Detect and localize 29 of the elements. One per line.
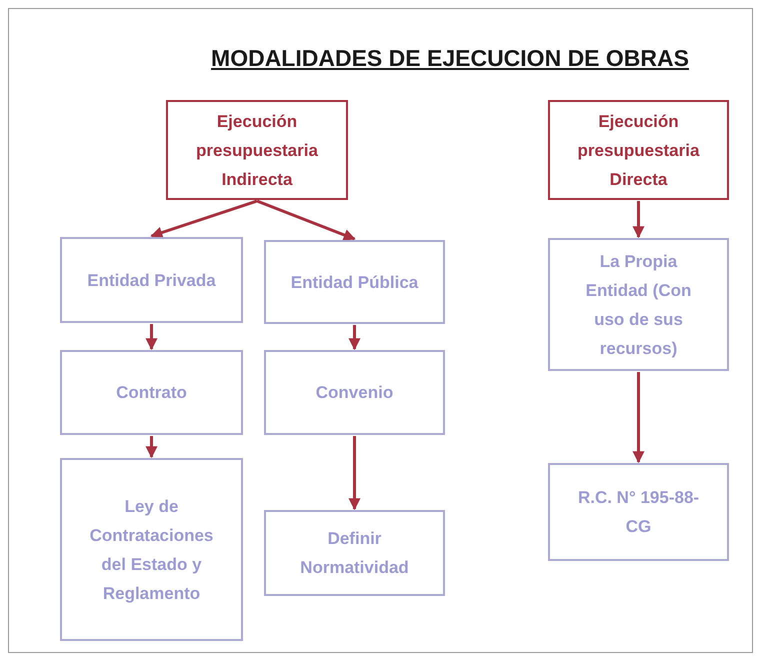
arrow	[146, 436, 158, 458]
box-label: Definir Normatividad	[299, 528, 410, 579]
process-box	[548, 100, 729, 200]
arrow	[348, 325, 360, 350]
process-box	[60, 350, 243, 435]
process-box	[264, 510, 445, 596]
box-label: La Propia Entidad (Con uso de sus recursos)	[584, 250, 692, 360]
box-label: Ejecución presupuestaria Directa	[576, 110, 700, 190]
box-label: Ejecución presupuestaria Indirecta	[195, 110, 319, 190]
box-label: R.C. N° 195-88-CG	[576, 487, 700, 538]
process-box	[264, 350, 445, 435]
box-label: Entidad Pública	[290, 272, 418, 294]
arrow	[146, 324, 158, 350]
arrow	[632, 372, 644, 464]
diagram-title: MODALIDADES DE EJECUCION DE OBRAS	[210, 45, 690, 72]
box-label: Entidad Privada	[87, 270, 216, 292]
arrow	[632, 201, 644, 238]
process-box	[548, 238, 729, 371]
process-box	[60, 458, 243, 641]
box-label: Contrato	[116, 382, 187, 404]
arrow	[256, 200, 356, 241]
arrow	[348, 436, 360, 510]
process-box	[60, 237, 243, 323]
process-box	[264, 240, 445, 324]
arrow	[150, 200, 258, 238]
process-box	[166, 100, 348, 200]
process-box	[548, 463, 729, 561]
box-label: Convenio	[316, 382, 394, 404]
box-label: Ley de Contrataciones del Estado y Reglamento	[88, 496, 214, 605]
